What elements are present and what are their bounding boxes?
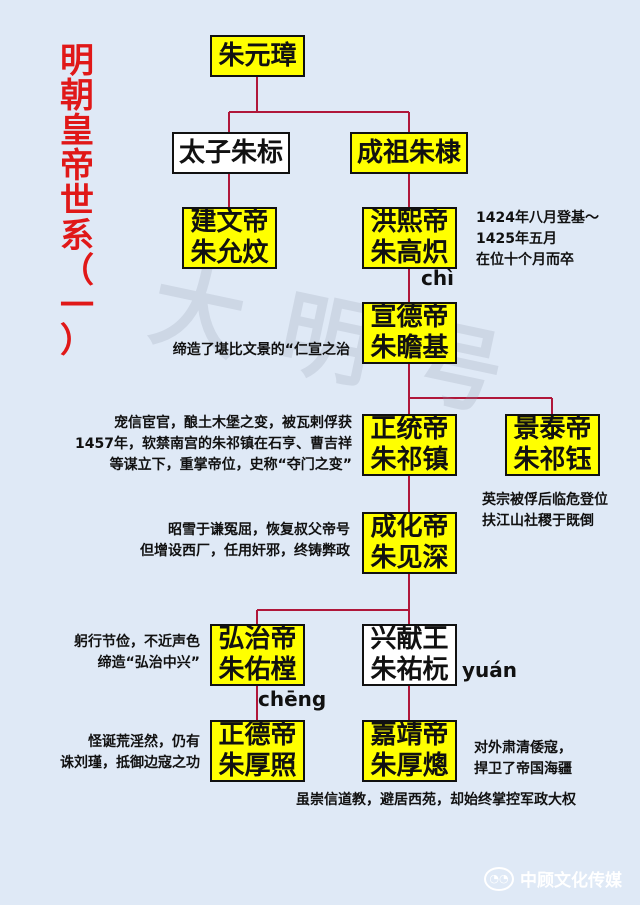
node-title: 建文帝	[190, 207, 269, 237]
note-line: 对外肃清倭寇，	[474, 740, 572, 756]
note-jiajing-summary: 虽崇信道教，避居西苑，却始终掌控军政大权	[296, 790, 576, 811]
node-name: 朱祐杬	[370, 655, 449, 685]
note-line: 1424年八月登基～	[476, 210, 599, 226]
note-line: 怪诞荒淫然，仍有	[88, 734, 200, 750]
node-name: 朱厚熜	[370, 751, 449, 781]
node-name: 朱瞻基	[370, 333, 449, 363]
node-title: 正统帝	[370, 414, 449, 444]
node-label: 成祖朱棣	[356, 137, 461, 168]
node-hongzhi: 弘治帝 朱佑樘	[210, 624, 305, 686]
node-name: 朱高炽	[370, 238, 449, 268]
node-zhu-yuanzhang: 朱元璋	[210, 35, 305, 77]
node-name: 朱祁镇	[370, 445, 449, 475]
note-zhengtong: 宠信宦官，酿土木堡之变，被瓦剌俘获 1457年，软禁南宫的朱祁镇在石亨、曹吉祥 …	[75, 413, 352, 476]
node-xingxian: 兴献王 朱祐杬	[362, 624, 457, 686]
note-line: 虽崇信道教，避居西苑，却始终掌控军政大权	[296, 792, 576, 808]
pinyin-cheng: chēng	[258, 687, 327, 711]
note-line: 捍卫了帝国海疆	[474, 761, 572, 777]
note-line: 在位十个月而卒	[476, 252, 574, 268]
node-jiajing: 嘉靖帝 朱厚熜	[362, 720, 457, 782]
note-line: 躬行节俭，不近声色	[74, 634, 200, 650]
node-xuande: 宣德帝 朱瞻基	[362, 302, 457, 364]
node-title: 成化帝	[370, 512, 449, 542]
node-name: 朱厚照	[218, 751, 297, 781]
note-hongzhi: 躬行节俭，不近声色 缔造“弘治中兴”	[74, 632, 200, 674]
note-line: 等谋立下，重掌帝位，史称“夺门之变”	[109, 457, 352, 473]
note-chenghua: 昭雪于谦冤屈，恢复叔父帝号 但增设西厂，任用奸邪，终铸弊政	[140, 520, 350, 562]
node-title: 嘉靖帝	[370, 720, 449, 750]
node-jingtai: 景泰帝 朱祁钰	[505, 414, 600, 476]
note-line: 扶江山社稷于既倒	[482, 513, 594, 529]
title-char: （	[60, 251, 94, 291]
node-title: 弘治帝	[218, 624, 297, 654]
node-chenghua: 成化帝 朱见深	[362, 512, 457, 574]
title-char: 皇	[60, 111, 94, 151]
footer-text: 中顾文化传媒	[520, 871, 622, 891]
node-label: 太子朱标	[178, 137, 283, 168]
node-name: 朱佑樘	[218, 655, 297, 685]
title-char: ）	[60, 321, 94, 361]
node-chengzu-zhudi: 成祖朱棣	[350, 132, 468, 174]
wechat-icon: ◔◔	[484, 866, 514, 891]
note-xuande: 缔造了堪比文景的“仁宣之治	[173, 340, 350, 361]
pinyin-chi: chì	[421, 266, 454, 290]
node-title: 宣德帝	[370, 302, 449, 332]
node-name: 朱祁钰	[513, 445, 592, 475]
node-title: 兴献王	[370, 624, 449, 654]
note-line: 英宗被俘后临危登位	[482, 492, 608, 508]
note-line: 宠信宦官，酿土木堡之变，被瓦剌俘获	[114, 415, 352, 431]
note-line: 昭雪于谦冤屈，恢复叔父帝号	[168, 522, 350, 538]
note-hongxi: 1424年八月登基～ 1425年五月 在位十个月而卒	[476, 208, 599, 271]
title-char: 帝	[60, 146, 94, 186]
note-line: 缔造“弘治中兴”	[97, 655, 200, 671]
footer-brand: ◔◔ 中顾文化传媒	[484, 866, 622, 891]
pinyin-yuan: yuán	[462, 658, 518, 682]
note-line: 1425年五月	[476, 231, 557, 247]
note-line: 1457年，软禁南宫的朱祁镇在石亨、曹吉祥	[75, 436, 352, 452]
note-jingtai: 英宗被俘后临危登位 扶江山社稷于既倒	[482, 490, 608, 532]
node-label: 朱元璋	[218, 40, 297, 71]
title-char: 世	[60, 181, 94, 221]
note-line: 诛刘瑾，抵御边寇之功	[60, 755, 200, 771]
title-char: 明	[60, 41, 94, 81]
node-hongxi: 洪熙帝 朱高炽	[362, 207, 457, 269]
node-zhengde: 正德帝 朱厚照	[210, 720, 305, 782]
title-char: 系	[60, 216, 94, 256]
note-line: 但增设西厂，任用奸邪，终铸弊政	[140, 543, 350, 559]
title-char: 朝	[60, 76, 94, 116]
node-title: 洪熙帝	[370, 207, 449, 237]
node-name: 朱见深	[370, 543, 449, 573]
note-jiajing: 对外肃清倭寇， 捍卫了帝国海疆	[474, 738, 572, 780]
node-jianwen: 建文帝 朱允炆	[182, 207, 277, 269]
note-line: 缔造了堪比文景的“仁宣之治	[172, 342, 350, 358]
node-name: 朱允炆	[190, 238, 269, 268]
title-char: 一	[60, 286, 94, 326]
node-taizi-zhubiao: 太子朱标	[172, 132, 290, 174]
note-zhengde: 怪诞荒淫然，仍有 诛刘瑾，抵御边寇之功	[60, 732, 200, 774]
node-title: 正德帝	[218, 720, 297, 750]
node-title: 景泰帝	[513, 414, 592, 444]
page-title: 明 朝 皇 帝 世 系 （ 一 ）	[55, 44, 99, 359]
node-zhengtong: 正统帝 朱祁镇	[362, 414, 457, 476]
